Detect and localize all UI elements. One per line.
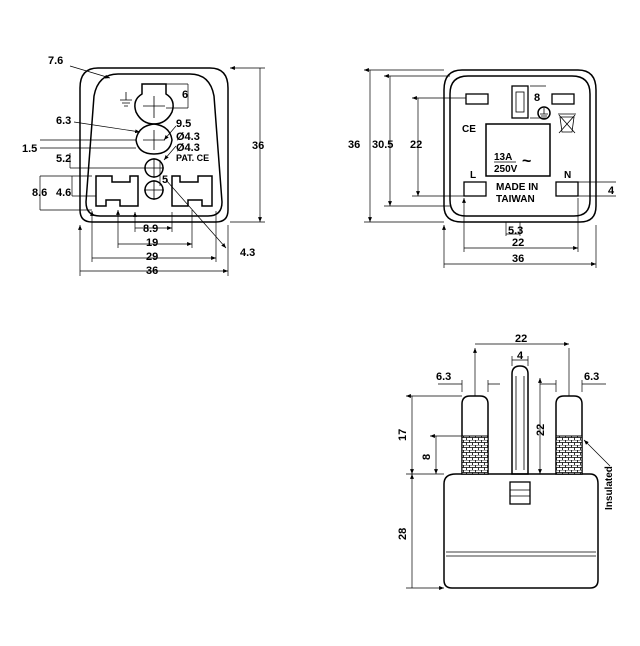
front-dim-4-3-c: 4.3 — [240, 247, 255, 259]
side-dim-4: 4 — [517, 350, 524, 362]
front-dim-7-6: 7.6 — [48, 55, 63, 67]
back-dim-5-3: 5.3 — [508, 225, 523, 237]
front-dim-5-2: 5.2 — [56, 153, 71, 165]
back-made-in: MADE IN — [496, 182, 538, 193]
front-dim-4-6: 4.6 — [56, 187, 71, 199]
back-dim-4: 4 — [608, 185, 615, 197]
back-dim-36-width: 36 — [512, 253, 524, 265]
back-rating-amps: 13A — [494, 152, 512, 163]
side-dim-6-3-left: 6.3 — [436, 371, 451, 383]
side-dim-17: 17 — [397, 429, 409, 441]
front-dim-29: 29 — [146, 251, 158, 263]
back-dim-22-vertical: 22 — [410, 139, 422, 151]
side-dim-28: 28 — [397, 528, 409, 540]
back-dim-30-5: 30.5 — [372, 139, 393, 151]
front-dim-dia-4-3-a: Ø4.3 — [176, 131, 200, 143]
side-view: 22 4 6.3 6.3 17 8 22 28 Insulated — [397, 333, 615, 588]
front-view: 7.6 6 6.3 9.5 1.5 5.2 Ø4.3 Ø4.3 PAT. CE … — [22, 55, 265, 277]
front-dim-1-5: 1.5 — [22, 143, 37, 155]
side-earth-pin-base — [509, 481, 531, 505]
back-fuse — [511, 85, 529, 119]
side-dim-22-vertical: 22 — [535, 424, 547, 436]
front-dim-8-9: 8.9 — [143, 223, 158, 235]
back-dim-8: 8 — [534, 92, 540, 104]
back-ce-mark: CE — [462, 124, 476, 135]
front-dim-6-3: 6.3 — [56, 115, 71, 127]
back-label-N: N — [564, 170, 571, 181]
front-dim-19: 19 — [146, 237, 158, 249]
back-weee-symbol — [558, 113, 576, 134]
back-dim-22-horizontal: 22 — [512, 237, 524, 249]
front-right-slot — [171, 175, 213, 207]
side-left-pin — [461, 395, 489, 475]
front-dim-6: 6 — [182, 89, 188, 101]
back-label-area — [485, 123, 551, 177]
back-dim-36: 36 — [348, 139, 360, 151]
front-dim-8-6: 8.6 — [32, 187, 47, 199]
back-top-left-slot — [465, 93, 489, 105]
front-dim-36-height: 36 — [252, 140, 264, 152]
back-top-right-slot — [551, 93, 575, 105]
front-dim-dia-4-3-b: Ø4.3 — [176, 142, 200, 154]
side-left-pin-insulation — [461, 435, 489, 475]
side-dim-22: 22 — [515, 333, 527, 345]
back-rating-volts: 250V — [494, 164, 518, 175]
back-view: CE 13A 250V ~ MADE IN TAIWAN L N 8 36 30… — [348, 70, 616, 268]
front-dim-9-5: 9.5 — [176, 118, 191, 130]
back-ac-symbol: ~ — [522, 153, 531, 170]
side-right-pin — [555, 395, 583, 475]
front-dim-5: 5 — [162, 174, 168, 186]
side-dim-8: 8 — [421, 454, 433, 460]
side-right-pin-insulation — [555, 435, 583, 475]
back-taiwan: TAIWAN — [496, 194, 535, 205]
front-left-slot — [95, 175, 139, 207]
side-dim-6-3-right: 6.3 — [584, 371, 599, 383]
side-earth-pin — [511, 365, 529, 475]
back-pin-L — [463, 181, 487, 197]
back-pin-N — [555, 181, 579, 197]
front-pat-mark: PAT. CE — [176, 153, 209, 163]
back-label-L: L — [470, 170, 476, 181]
side-insulated-label: Insulated — [604, 466, 615, 510]
front-dim-36-width: 36 — [146, 265, 158, 277]
back-earth-symbol — [537, 106, 551, 120]
front-earth-symbol — [120, 92, 132, 107]
